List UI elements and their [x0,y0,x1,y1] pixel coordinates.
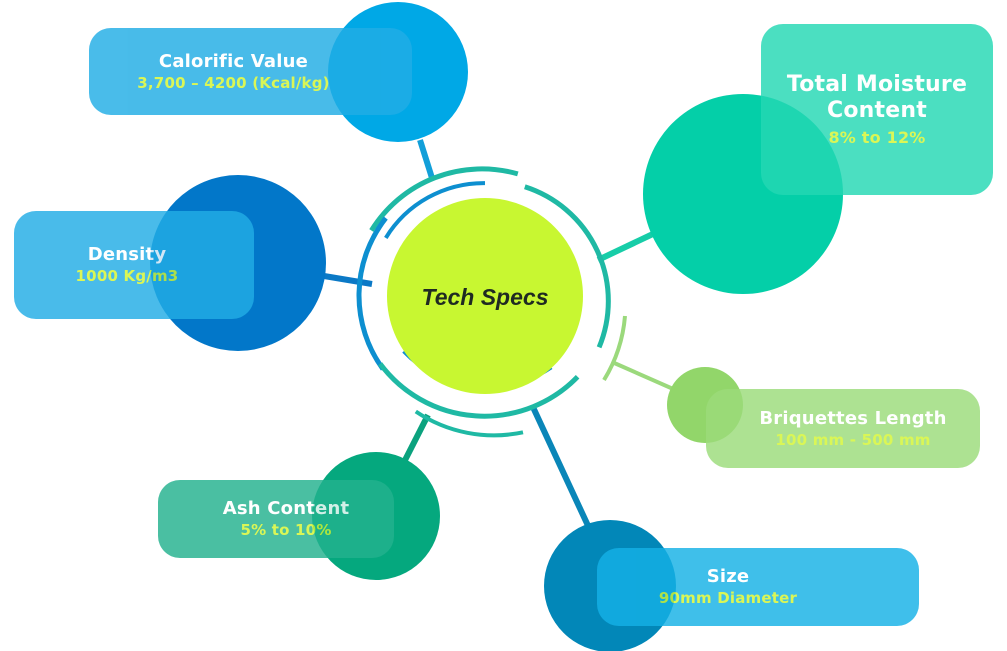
connector-moisture [596,230,657,263]
card-title: Calorific Value [158,50,309,72]
hub-label: Tech Specs [421,283,549,310]
card-value: 5% to 10% [240,521,332,539]
card-value: 3,700 – 4200 (Kcal/kg) [137,73,330,92]
card-value: 8% to 12% [828,127,926,147]
ring-arc-left [356,216,388,371]
card-total-moisture-content: Total Moisture Content 8% to 12% [761,24,993,195]
ring-arc-right [524,184,611,349]
card-title: Total Moisture Content [786,71,968,123]
card-title: Briquettes Length [759,407,947,429]
card-value: 90mm Diameter [658,589,798,607]
connector-briquettes [611,360,681,394]
card-briquettes-length: Briquettes Length 100 mm - 500 mm [706,389,980,468]
connector-size [529,403,593,532]
ring-arc-top-inner [384,181,486,239]
hub-circle [387,198,583,394]
ring-arc-bottom-outer [378,362,580,419]
card-density: Density 1000 Kg/m3 [14,211,254,319]
card-calorific-value: Calorific Value 3,700 – 4200 (Kcal/kg) [89,28,412,115]
ring-arc-bottom-small [414,409,524,438]
ring-arc-top-outer [369,166,519,232]
card-size: Size 90mm Diameter [597,548,919,626]
connector-calorific [417,139,435,179]
card-title: Density [87,244,167,265]
card-value: 100 mm - 500 mm [775,430,931,449]
briquettes-bracket [602,315,627,382]
card-title: Size [706,566,750,587]
bracket-arc [602,315,627,382]
card-ash-content: Ash Content 5% to 10% [158,480,394,558]
card-value: 1000 Kg/m3 [75,267,179,285]
card-title: Ash Content [222,498,350,519]
